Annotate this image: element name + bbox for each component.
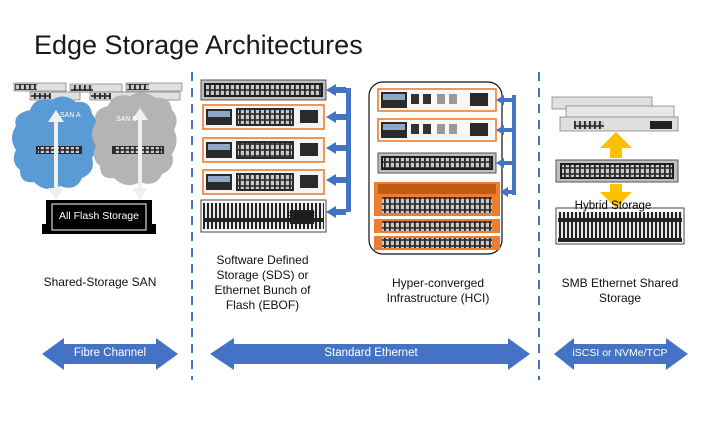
hci-server-2 xyxy=(377,118,497,142)
column-dividers xyxy=(191,72,540,380)
sds-illustration xyxy=(200,79,351,233)
sds-server-3 xyxy=(202,169,325,195)
san-a-label: SAN A xyxy=(60,112,81,119)
iscsi-label: iSCSI or NVMe/TCP xyxy=(572,347,668,359)
hci-orange-node-3 xyxy=(374,236,500,250)
hci-ethernet-bracket xyxy=(496,95,516,197)
hybrid-storage-label: Hybrid Storage xyxy=(574,200,652,212)
san-b-cloud xyxy=(92,92,177,186)
iscsi-arrow xyxy=(554,338,688,370)
smb-gold-arrows xyxy=(600,132,632,208)
server-rack-top xyxy=(13,82,183,101)
fibre-channel-arrow xyxy=(42,338,178,370)
ebof-label: EBOF xyxy=(286,210,316,222)
smb-servers xyxy=(551,96,679,132)
hci-server-1 xyxy=(377,88,497,112)
hci-illustration xyxy=(368,81,516,255)
san-b-label: SAN B xyxy=(116,116,138,123)
san-illustration xyxy=(12,82,183,234)
sds-caption: Software Defined Storage (SDS) or Ethern… xyxy=(214,253,311,312)
sds-server-2 xyxy=(202,137,325,163)
fibre-channel-label: Fibre Channel xyxy=(73,347,147,359)
san-caption: Shared-Storage SAN xyxy=(43,275,157,289)
sds-server-1 xyxy=(202,104,325,130)
transport-arrows xyxy=(42,338,688,370)
hci-orange-node-2 xyxy=(374,219,500,233)
smb-illustration xyxy=(551,96,685,245)
sds-ethernet-bracket xyxy=(326,84,351,218)
smb-caption: SMB Ethernet Shared Storage xyxy=(561,276,679,305)
all-flash-storage-label: All Flash Storage xyxy=(59,210,139,222)
standard-ethernet-arrow xyxy=(210,338,530,370)
page-title: Edge Storage Architectures xyxy=(34,30,363,60)
hci-caption: Hyper-converged Infrastructure (HCI) xyxy=(386,276,490,305)
hci-orange-node-1 xyxy=(374,182,500,216)
standard-ethernet-label: Standard Ethernet xyxy=(324,347,418,359)
